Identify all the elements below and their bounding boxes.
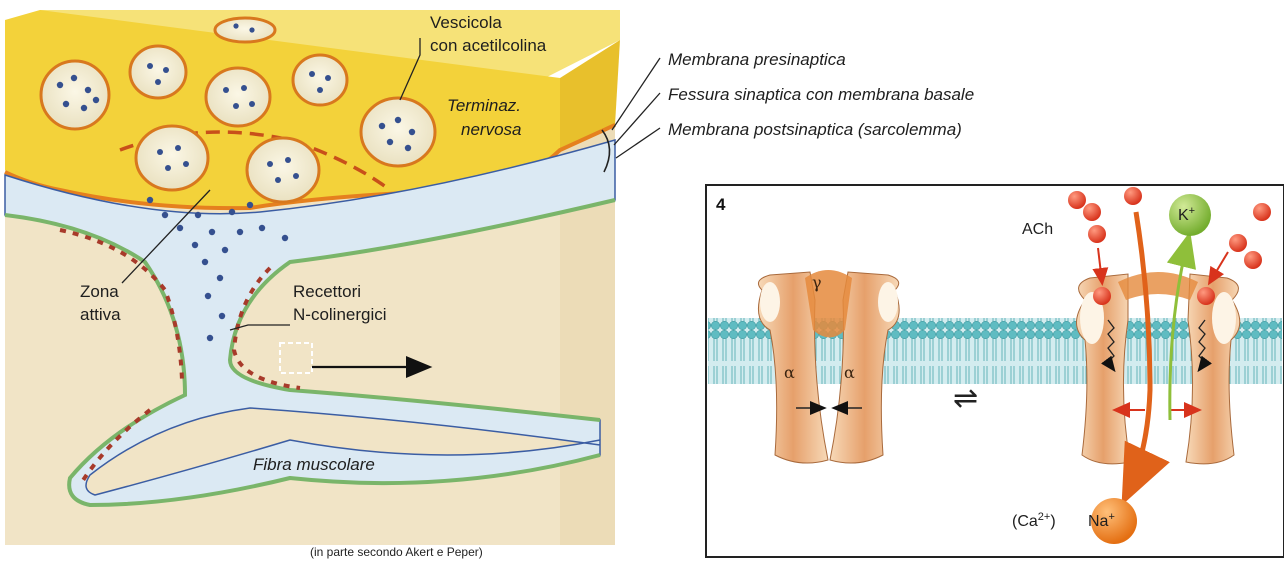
alpha-subunit-right: α — [844, 363, 855, 382]
cytoplasm-tint — [707, 452, 1283, 556]
label-terminal-2: nervosa — [461, 120, 521, 139]
alpha-subunit-left: α — [784, 363, 795, 382]
label-active-zone-1: Zona — [80, 282, 119, 301]
label-presynaptic: Membrana presinaptica — [668, 50, 846, 69]
label-cleft: Fessura sinaptica con membrana basale — [668, 85, 974, 104]
label-vesicle-1: Vescicola — [430, 13, 502, 32]
label-postsynaptic: Membrana postsinaptica (sarcolemma) — [668, 120, 962, 139]
panel-number: 4 — [716, 195, 726, 214]
gamma-subunit: γ — [812, 273, 822, 292]
label-receptors-2: N-colinergici — [293, 305, 387, 324]
receptor-channel-panel: 4 γ α α ⇌ — [706, 185, 1284, 557]
label-terminal-1: Terminaz. — [447, 96, 521, 115]
ach-label: ACh — [1022, 221, 1053, 238]
label-active-zone-2: attiva — [80, 305, 121, 324]
label-receptors-1: Recettori — [293, 282, 361, 301]
equilibrium-arrows: ⇌ — [953, 381, 978, 416]
figure-caption: (in parte secondo Akert e Peper) — [310, 545, 483, 559]
label-muscle-fibre: Fibra muscolare — [253, 455, 375, 474]
label-vesicle-2: con acetilcolina — [430, 36, 547, 55]
